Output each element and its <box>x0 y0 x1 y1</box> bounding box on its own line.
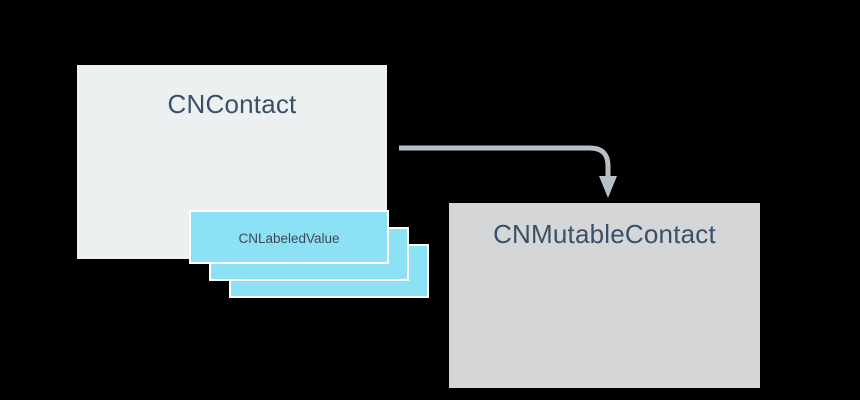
panel-cnmutablecontact-title: CNMutableContact <box>493 219 716 249</box>
card-label: CNLabeledValue <box>238 231 340 246</box>
arrow-line <box>399 145 611 176</box>
contact-to-mutable-contact-arrow <box>399 145 617 198</box>
panel-cncontact-title: CNContact <box>167 89 297 119</box>
panel-cnmutablecontact: CNMutableContact CNLabeledValue <box>449 203 760 388</box>
panel-cncontact: CNContact CNLabeledValue <box>77 65 429 298</box>
card-labeled-value-front: CNLabeledValue <box>189 210 389 264</box>
arrow-head-icon <box>599 176 617 198</box>
